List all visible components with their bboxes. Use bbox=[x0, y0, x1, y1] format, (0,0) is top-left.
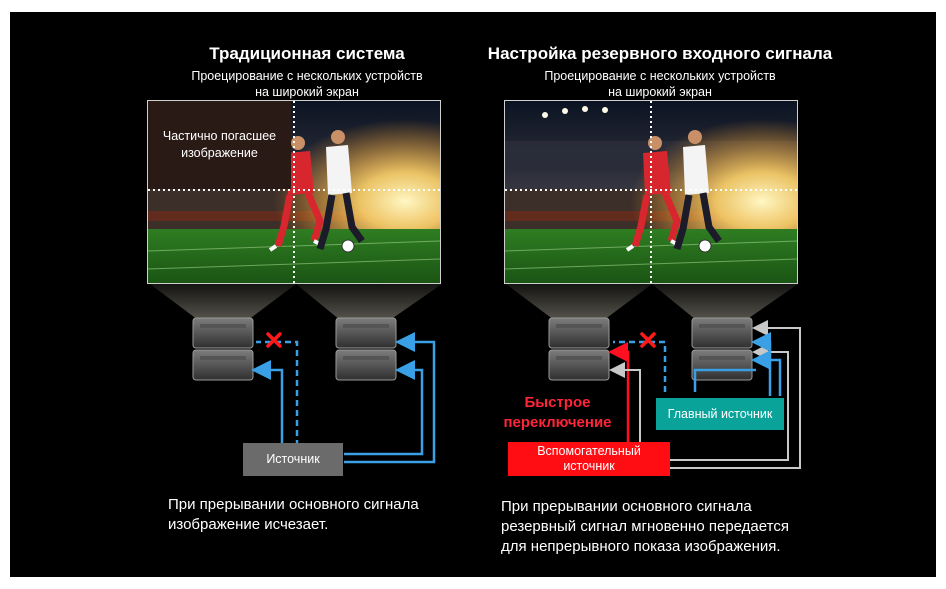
projector-icon bbox=[335, 317, 397, 381]
right-caption-line1: При прерывании основного сигнала bbox=[501, 498, 752, 515]
backup-signal-line bbox=[608, 342, 630, 448]
signal-diagram bbox=[150, 284, 801, 469]
right-caption-line3: для непрерывного показа изображения. bbox=[501, 538, 781, 555]
projector-icon bbox=[548, 317, 610, 381]
light-beam bbox=[296, 284, 442, 320]
infographic: Традиционная система Проецирование с нес… bbox=[10, 12, 936, 577]
right-screen-image bbox=[505, 101, 797, 283]
source-box: Источник bbox=[243, 443, 343, 476]
right-caption: При прерывании основного сигнала резервн… bbox=[501, 497, 789, 557]
main-source-label: Главный источник bbox=[667, 406, 773, 421]
left-screen-image: Частично погасшее изображение bbox=[148, 101, 440, 283]
left-caption-line2: изображение исчезает. bbox=[168, 516, 329, 533]
projector-icon bbox=[691, 317, 753, 381]
player-white bbox=[673, 130, 722, 251]
switch-line2: переключение bbox=[503, 414, 612, 431]
backup-line2: источник bbox=[563, 459, 615, 473]
broken-signal-line bbox=[613, 340, 667, 392]
ball bbox=[698, 239, 712, 253]
source-label: Источник bbox=[266, 452, 320, 466]
backup-signal-line bbox=[609, 362, 641, 448]
signal-line bbox=[344, 332, 436, 464]
stadium-scene-right bbox=[505, 101, 797, 283]
dimmed-image-overlay: Частично погасшее изображение bbox=[148, 101, 291, 189]
light-beam bbox=[652, 284, 798, 320]
light-beam bbox=[150, 284, 296, 320]
backup-line1: Вспомогательный bbox=[537, 444, 641, 458]
cross-icon bbox=[640, 332, 656, 348]
signal-line bbox=[693, 368, 756, 392]
ball bbox=[341, 239, 355, 253]
light-beam bbox=[506, 284, 652, 320]
backup-signal-line bbox=[670, 320, 801, 469]
overlay-line1: Частично погасшее bbox=[162, 129, 277, 143]
left-caption-line1: При прерывании основного сигнала bbox=[168, 496, 419, 513]
right-caption-line2: резервный сигнал мгновенно передается bbox=[501, 518, 789, 535]
left-subtitle-line1: Проецирование с нескольких устройств bbox=[191, 69, 423, 83]
overlay-line2: изображение bbox=[181, 146, 258, 160]
cross-icon bbox=[266, 332, 282, 348]
player-white bbox=[316, 130, 365, 251]
fast-switch-label: Быстрое переключение bbox=[490, 393, 625, 433]
main-source-box: Главный источник bbox=[656, 398, 784, 430]
projector-icon bbox=[192, 317, 254, 381]
signal-line bbox=[751, 350, 782, 396]
right-subtitle-line1: Проецирование с нескольких устройств bbox=[544, 69, 776, 83]
left-caption: При прерывании основного сигнала изображ… bbox=[168, 495, 419, 535]
backup-source-box: Вспомогательный источник bbox=[508, 442, 670, 476]
backup-signal-line bbox=[670, 344, 789, 461]
left-title: Традиционная система bbox=[209, 44, 405, 63]
left-subtitle-line2: на широкий экран bbox=[255, 85, 359, 99]
right-subtitle-line2: на широкий экран bbox=[608, 85, 712, 99]
signal-line bbox=[251, 360, 284, 456]
broken-signal-line bbox=[256, 340, 299, 456]
signal-line bbox=[344, 360, 424, 456]
right-title: Настройка резервного входного сигнала bbox=[487, 44, 833, 63]
switch-line1: Быстрое bbox=[524, 394, 591, 411]
signal-line bbox=[751, 332, 772, 396]
